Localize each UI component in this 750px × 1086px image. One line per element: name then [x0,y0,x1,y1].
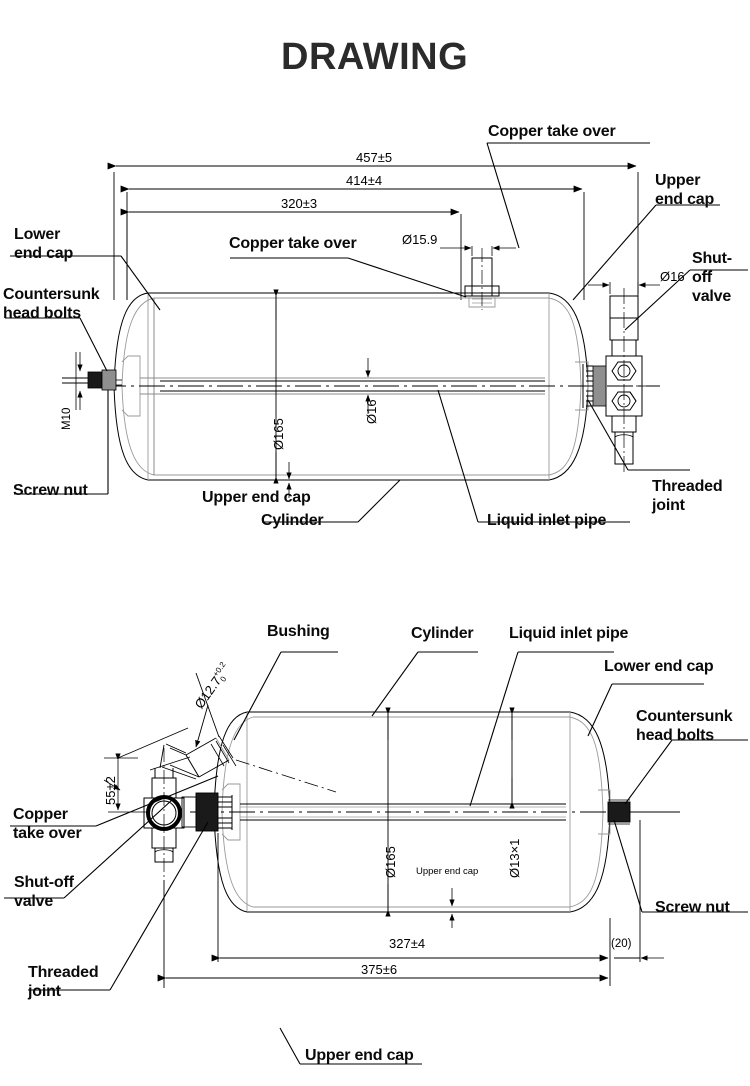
dimension-cap-offset: (20) [611,938,632,950]
callout-cylinder-top: Cylinder [261,512,324,529]
dimension-body-length-bottom: 327±4 [389,936,426,951]
dimension-body-length: 414±4 [346,173,383,188]
dimension-inlet-pipe-diameter-top: Ø16 [364,399,379,424]
callout-threaded-joint-top: Threaded joint [652,478,723,514]
dimension-takeover-position: 320±3 [281,196,318,211]
callout-copper-take-over-bottom: Copper take over [13,806,82,842]
dimension-takeover-diameter: Ø15.9 [402,232,438,247]
callout-liquid-inlet-pipe-top: Liquid inlet pipe [487,512,607,529]
callout-bushing: Bushing [267,623,330,640]
callout-copper-take-over-top: Copper take over [488,123,616,140]
callout-upper-end-cap-inner: Upper end cap [416,866,479,877]
callout-shut-off-valve-bottom: Shut-off valve [14,874,74,910]
dimension-bolt-thread: M10 [61,407,73,430]
dimension-inlet-thread: Ø13×1 [507,838,522,878]
dimension-overall-length: 457±5 [356,150,393,165]
callout-upper-end-cap-bottom-bottom: Upper end cap [305,1047,414,1064]
callout-countersunk-head-bolts-bottom: Countersunk head bolts [636,708,733,744]
callout-countersunk-head-bolts-top: Countersunk head bolts [3,286,100,322]
dimension-valve-height: 55±2 [103,776,118,805]
callout-lower-end-cap-left: Lower end cap [14,226,74,262]
dimension-overall-length-bottom: 375±6 [361,962,398,977]
dimension-cylinder-diameter-bottom: Ø165 [383,846,398,878]
callout-shut-off-valve-top: Shut-off valve [692,250,732,305]
callout-liquid-inlet-pipe-bottom: Liquid inlet pipe [509,625,629,642]
callout-lower-end-cap-bottom: Lower end cap [604,658,714,675]
callout-cylinder-bottom: Cylinder [411,625,474,642]
callout-upper-end-cap-right: Upper end cap [655,172,715,208]
dimension-valve-diameter: Ø16 [660,269,685,284]
callout-screw-nut-bottom: Screw nut [655,899,730,916]
callout-threaded-joint-bottom: Threaded joint [28,964,99,1000]
page-title: DRAWING [281,36,469,78]
callout-copper-take-over-center: Copper take over [229,235,357,252]
callout-upper-end-cap-bottom-top: Upper end cap [202,489,311,506]
dimension-cylinder-diameter-top: Ø165 [271,418,286,450]
callout-screw-nut-top: Screw nut [13,482,88,499]
